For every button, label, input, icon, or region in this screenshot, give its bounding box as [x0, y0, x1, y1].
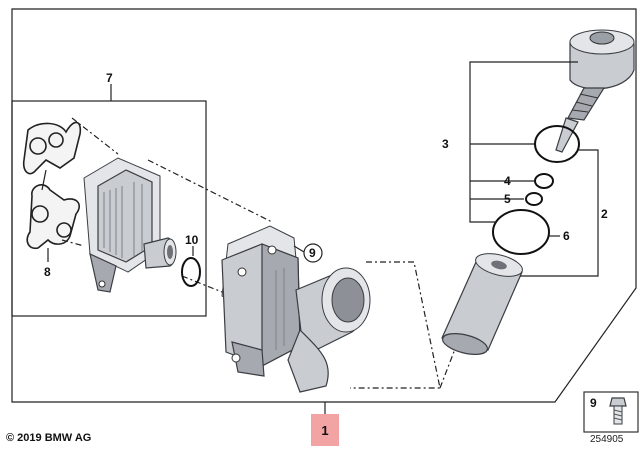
- oil-cooler: [83, 157, 177, 293]
- callout-10: 10: [185, 233, 199, 247]
- callout-7: 7: [106, 71, 113, 85]
- leader-9: [293, 245, 305, 253]
- oil-filter-cap: [555, 29, 635, 153]
- alignment-line-upper: [71, 117, 273, 223]
- callout-1-highlight: 1: [311, 414, 339, 446]
- o-ring-part-5: [525, 192, 543, 206]
- callout-2: 2: [601, 207, 608, 221]
- callout-3: 3: [442, 137, 449, 151]
- callout-6: 6: [563, 229, 570, 243]
- o-ring-part-3: [534, 125, 580, 163]
- callout-8: 8: [44, 265, 51, 279]
- bracket-group-2: [520, 149, 599, 277]
- oil-filter-element: [441, 253, 523, 355]
- callout-1: 1: [321, 422, 329, 438]
- callout-4: 4: [504, 174, 511, 188]
- callout-9-circle: [303, 243, 323, 263]
- callout-5: 5: [504, 192, 511, 206]
- bolt-detail-box: [583, 391, 639, 433]
- assembly-frame: [11, 8, 637, 403]
- cooler-assembly-box: [11, 100, 207, 317]
- o-ring-part-10: [181, 257, 201, 287]
- o-ring-part-6: [492, 209, 550, 255]
- callout-9-label: 9: [309, 246, 316, 260]
- o-ring-part-4: [534, 173, 554, 189]
- bracket-group-3: [469, 61, 578, 223]
- copyright-text: © 2019 BMW AG: [6, 432, 92, 444]
- port-outline: [350, 261, 441, 389]
- oil-filter-housing: [221, 225, 371, 393]
- diagram-part-number: 254905: [590, 434, 624, 445]
- callout-9-box: 9: [590, 396, 597, 410]
- gasket-part-8: [22, 121, 82, 250]
